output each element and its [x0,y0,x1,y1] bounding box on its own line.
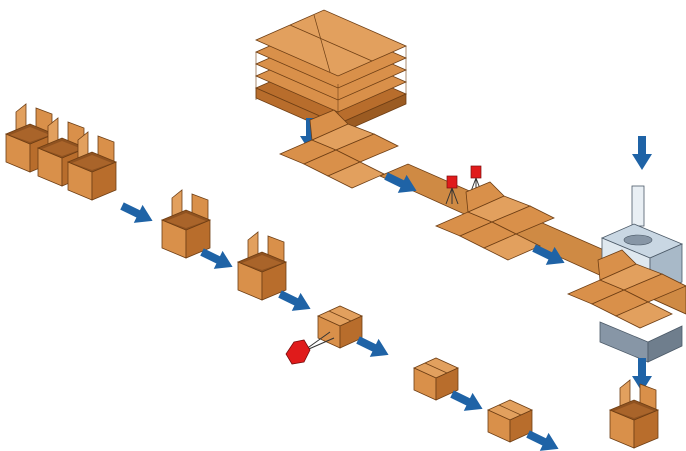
arrow-icon [632,136,652,170]
sealed-box [487,399,533,443]
open-box [161,189,211,259]
box-group [5,103,117,201]
forming-machine-icon [567,185,686,363]
sensor-icon [285,331,335,365]
sealed-box [413,357,459,401]
arrow-icon [117,197,157,230]
finished-box [609,379,659,449]
open-box [237,231,287,301]
